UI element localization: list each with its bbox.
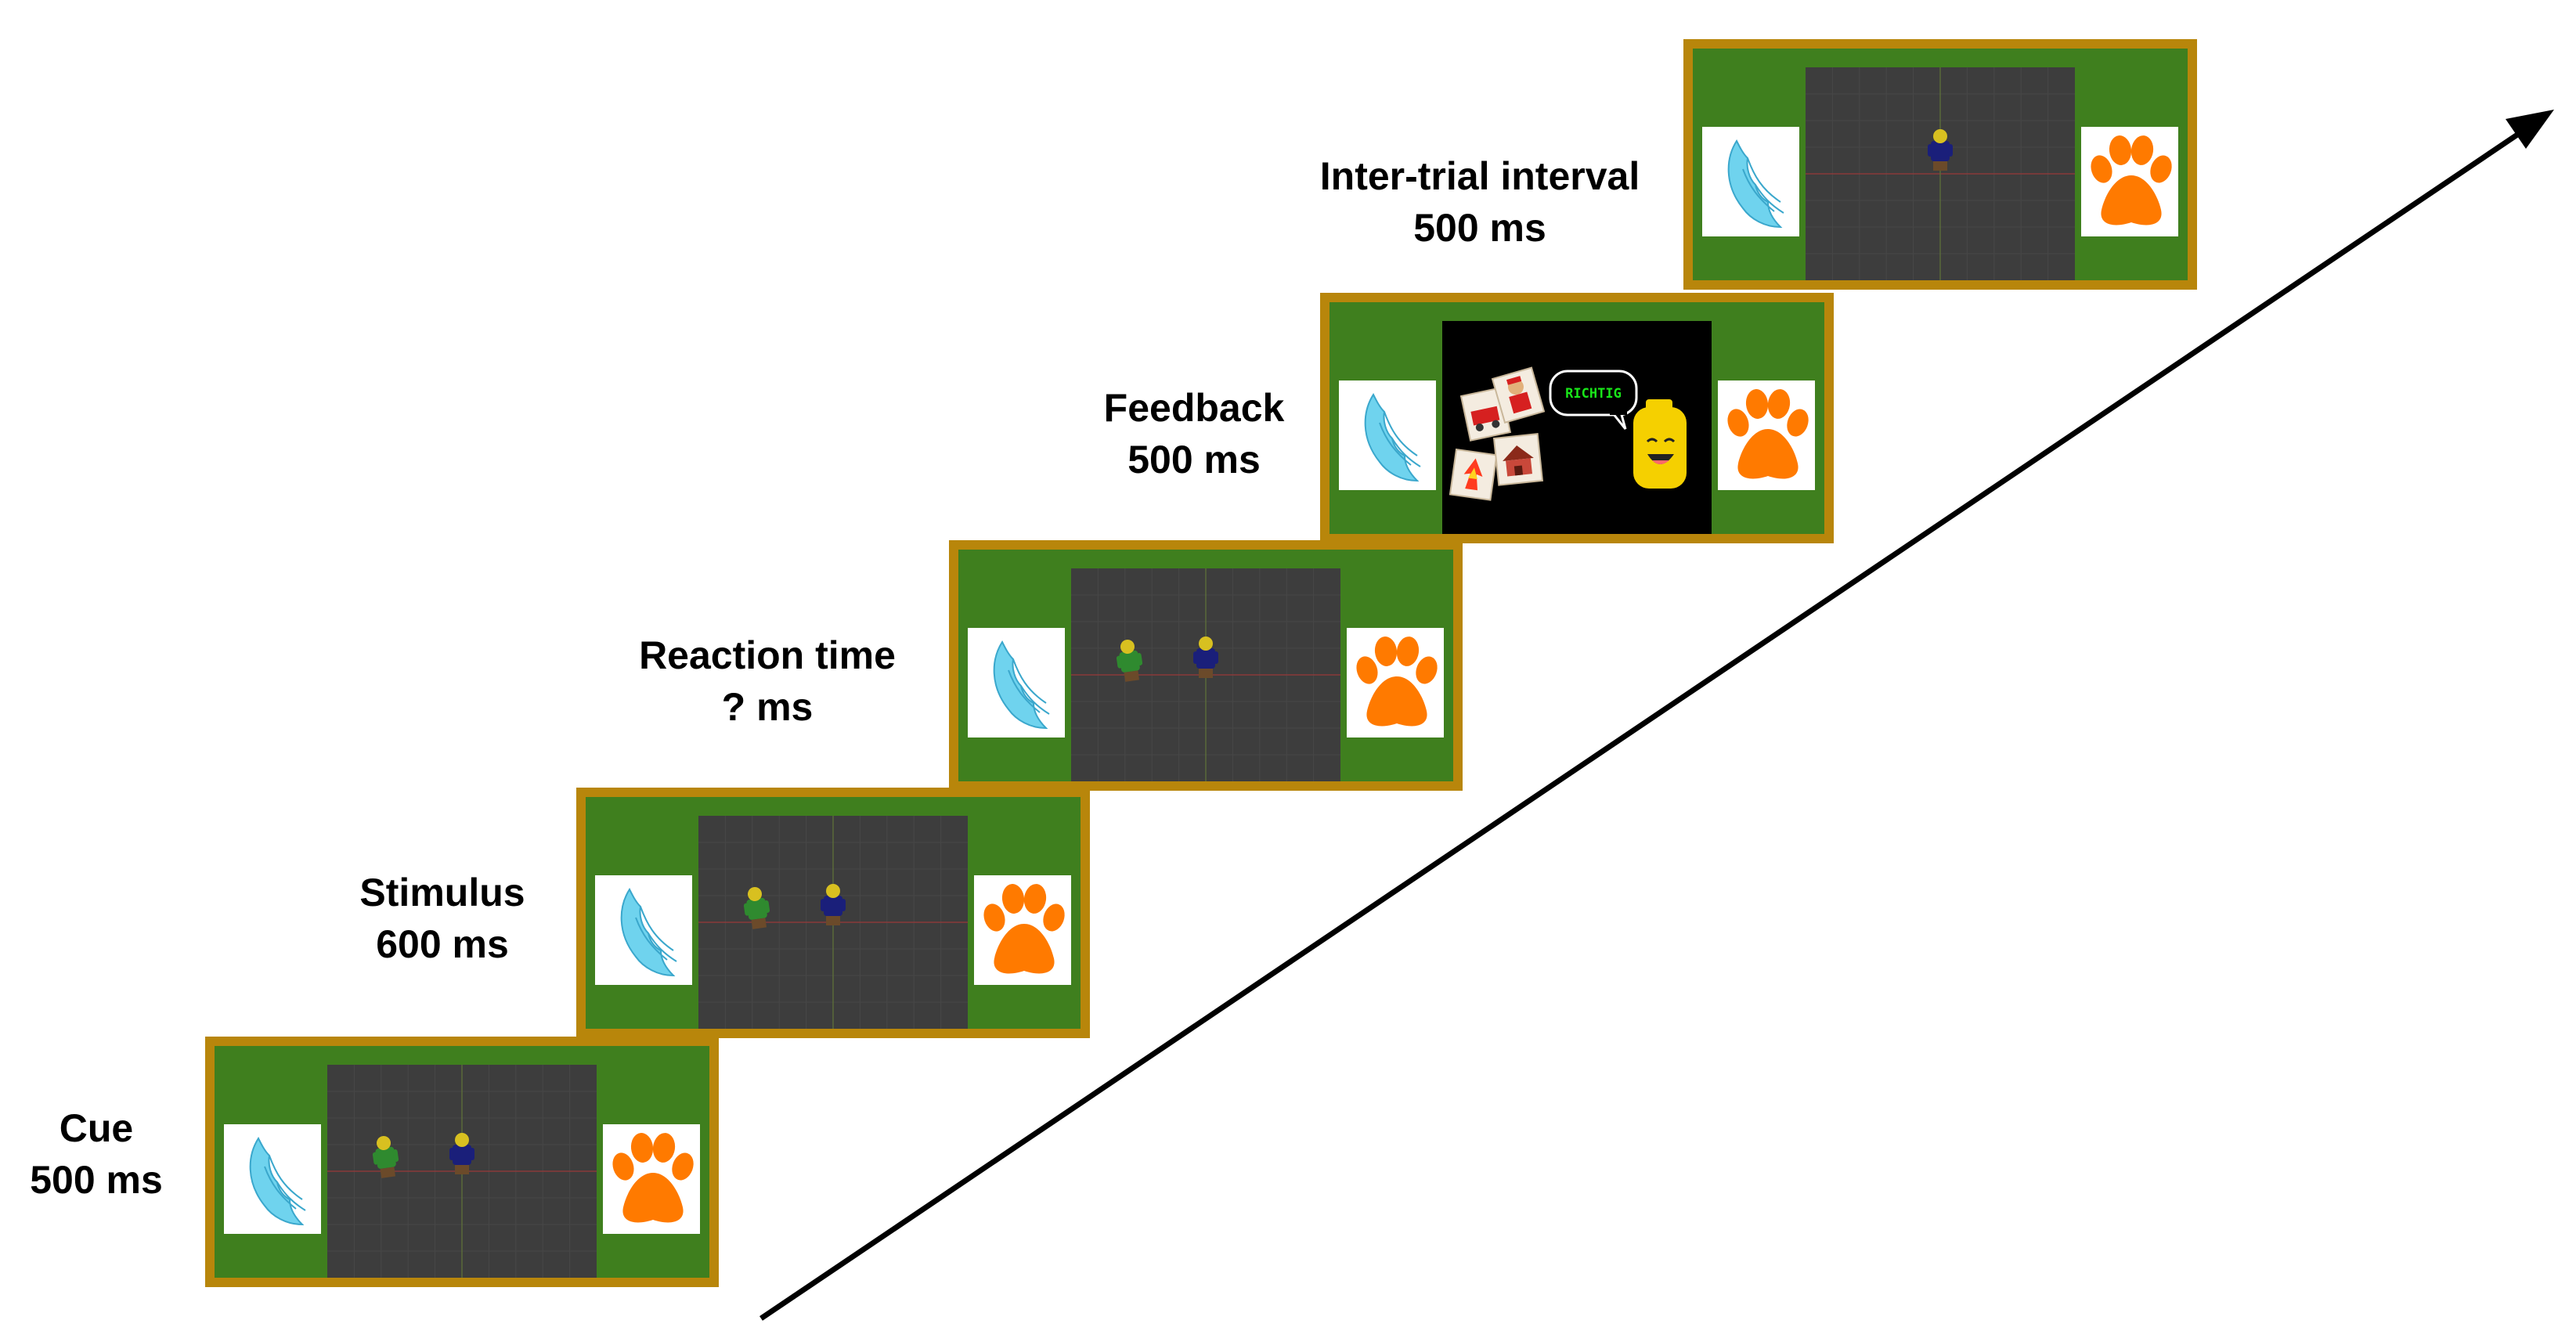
- feedback-screen: RICHTIG: [1442, 321, 1712, 534]
- arena-screen: [1071, 568, 1340, 781]
- step-name: Cue: [59, 1106, 134, 1150]
- step-label-stimulus: Stimulus 600 ms: [313, 867, 572, 970]
- smiley-face-icon: [1633, 399, 1687, 489]
- wing-icon: [968, 628, 1065, 738]
- panel-feedback: RICHTIG: [1320, 293, 1834, 543]
- step-name: Feedback: [1103, 386, 1285, 430]
- paw-icon: [2081, 127, 2178, 236]
- step-name: Stimulus: [359, 871, 525, 914]
- wing-icon: [1339, 380, 1436, 490]
- feedback-speech-text: RICHTIG: [1565, 386, 1622, 402]
- wing-icon: [595, 875, 692, 985]
- step-label-reaction-time: Reaction time ? ms: [603, 629, 932, 733]
- paw-icon: [974, 875, 1071, 985]
- step-label-feedback: Feedback 500 ms: [1057, 382, 1331, 485]
- step-duration: 600 ms: [376, 922, 509, 966]
- step-duration: 500 ms: [1413, 206, 1546, 250]
- wing-icon: [1702, 127, 1799, 236]
- arena-screen: [327, 1065, 597, 1278]
- wing-icon: [224, 1124, 321, 1234]
- step-name: Inter-trial interval: [1319, 154, 1640, 198]
- arena-screen: [1806, 67, 2075, 280]
- step-duration: 500 ms: [30, 1158, 163, 1202]
- panel-cue: [205, 1037, 719, 1287]
- panel-inter-trial-interval: [1683, 39, 2197, 290]
- arrowhead-icon: [2506, 110, 2554, 149]
- arena-screen: [698, 816, 968, 1029]
- panel-reaction-time: [949, 540, 1463, 791]
- step-duration: 500 ms: [1127, 438, 1261, 481]
- paw-icon: [1347, 628, 1444, 738]
- step-duration: ? ms: [721, 685, 814, 729]
- step-label-cue: Cue 500 ms: [0, 1102, 193, 1206]
- paw-icon: [1718, 380, 1815, 490]
- paw-icon: [603, 1124, 700, 1234]
- panel-stimulus: [576, 788, 1090, 1038]
- step-label-inter-trial-interval: Inter-trial interval 500 ms: [1268, 150, 1691, 254]
- step-name: Reaction time: [639, 633, 896, 677]
